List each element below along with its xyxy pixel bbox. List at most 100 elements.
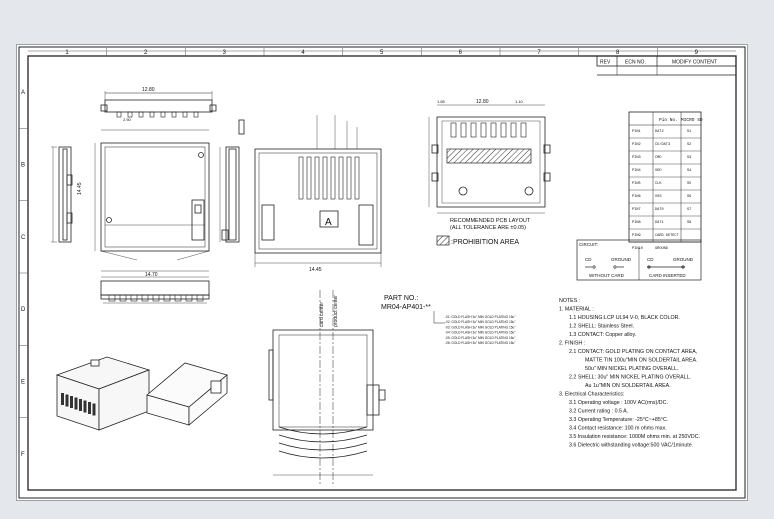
ruler-column-label: 3 [223, 50, 227, 56]
iso-pin [74, 397, 78, 410]
part-option-line: -01: GOLD FLASH 3u" MIN GOLD PLATING 15u… [445, 315, 515, 319]
card-inserted-label: CARD INSERTED [649, 273, 686, 278]
ruler-column-label: 7 [537, 50, 541, 56]
front-pin [185, 294, 193, 302]
contact-slot [314, 156, 320, 200]
iso-pin [92, 403, 96, 416]
pcb-caption-line1: RECOMMENDED PCB LAYOUT [450, 218, 531, 224]
pin-table-pin: PIN10 [632, 247, 643, 251]
pin-table-pin: PIN4 [632, 169, 641, 173]
top-pin [171, 111, 177, 118]
ruler-row-label: E [21, 380, 25, 386]
prohibition-swatch [436, 235, 450, 246]
front-pin [174, 294, 182, 302]
marker-a: A [325, 217, 332, 228]
pin-table-name: CARD DETECT [655, 234, 680, 238]
pin-table-code: S4 [687, 169, 691, 173]
contact-slot [298, 156, 304, 200]
contact-slot [306, 156, 312, 200]
front-pin [108, 294, 116, 302]
pcb-layout-view [428, 104, 551, 214]
pin-table-pin: PIN6 [632, 195, 641, 199]
circuit-box [576, 239, 702, 281]
iso-pin [65, 394, 69, 407]
circuit-cd-right: CD [647, 257, 654, 262]
pin-table-header: MICRO SD [681, 117, 703, 123]
iso-pin [88, 402, 91, 414]
top-view [100, 91, 217, 118]
pcb-pad [510, 122, 517, 138]
revision-block: REV ECN NO. MODIFY CONTENT [596, 55, 737, 76]
prohibition-label: :PROHIBITION AREA [451, 239, 519, 246]
dim-front-width: 14.70 [145, 272, 158, 278]
ruler-row-label: D [21, 307, 26, 313]
pin-table-pin: PIN9 [632, 234, 641, 238]
pin-table-code: S6 [687, 195, 691, 199]
ruler-column-label: 2 [144, 50, 148, 56]
note-line: 1.2 SHELL: Stainless Steel. [569, 324, 634, 330]
right-side-view [219, 119, 245, 243]
ecn-header: ECN NO. [625, 60, 646, 66]
contact-slot [346, 156, 352, 200]
top-pin [138, 111, 144, 118]
note-line: 1.3 CONTACT: Copper alloy. [569, 332, 636, 338]
part-option-line: -06: GOLD FLASH 3u" MIN GOLD PLATING 15u… [445, 341, 515, 345]
iso-pin [61, 393, 64, 405]
front-pin [141, 294, 149, 302]
part-option-line: -05: GOLD FLASH 3u" MIN GOLD PLATING 15u… [445, 336, 515, 340]
ruler-column-label: 6 [459, 50, 463, 56]
pin-table-code: S2 [687, 143, 691, 147]
pin-table-code: S1 [687, 130, 691, 134]
front-pin [196, 294, 204, 302]
front-pin [152, 294, 160, 302]
pin-table-pin: PIN7 [632, 208, 641, 212]
circuit-ground-right: GROUND [673, 257, 694, 262]
center-plan-view [254, 115, 382, 267]
part-no-label: PART NO.: [384, 295, 418, 302]
pin-table-name: DAT2 [655, 130, 664, 134]
front-view [100, 270, 210, 304]
pin-table-header: Pin No. [659, 117, 678, 123]
pin-table-name: CLK [655, 182, 662, 186]
pcb-pad [490, 122, 497, 138]
ruler-row-label: F [21, 452, 25, 458]
top-pin [116, 111, 122, 118]
pin-table-name: CD/DAT3 [655, 142, 670, 147]
product-center-label: product center [333, 295, 339, 327]
note-line: NOTES : [559, 298, 580, 304]
pcb-pad [460, 122, 467, 138]
note-line: 2.1 CONTACT: GOLD PLATING ON CONTACT ARE… [569, 349, 697, 355]
part-number-block: PART NO.: MR04-AP401-** -01: GOLD FLASH … [381, 295, 515, 345]
circuit-ground-left: GROUND [611, 257, 632, 262]
part-option-line: -03: GOLD FLASH 3u" MIN GOLD PLATING 15u… [445, 325, 515, 329]
note-line: MATTE TIN 100u"MIN ON SOLDERTAIL AREA. [585, 358, 698, 364]
modify-header: MODIFY CONTENT [672, 60, 717, 66]
iso-pin [70, 396, 73, 408]
note-line: Au 1u"MIN ON SOLDERTAIL AREA. [585, 383, 671, 389]
pin-table-code: S5 [687, 182, 691, 186]
dim-pcb-width: 12.80 [476, 99, 489, 105]
note-line: 3.1 Operating voltage : 100V AC(rms)/DC. [569, 400, 668, 406]
note-line: 50u" MIN NICKEL PLATING OVERALL. [585, 366, 678, 372]
note-line: 3.4 Contact resistance: 100 m ohms max. [569, 426, 667, 432]
pcb-caption-line2: (ALL TOLERANCE ARE ±0.05) [450, 225, 526, 231]
ruler-row-label: A [21, 90, 25, 96]
pin-table-name: CMD [655, 156, 661, 160]
note-line: 3. Electrical Characteristics: [559, 392, 624, 398]
pin-table-name: DAT0 [655, 208, 664, 212]
front-pin [163, 294, 171, 302]
part-option-line: -04: GOLD FLASH 3u" MIN GOLD PLATING 15u… [445, 331, 515, 335]
note-line: 1. MATERIAL : [559, 307, 594, 313]
dim-pcb-pitch: 1.10 [515, 99, 524, 104]
notes-block: NOTES :1. MATERIAL :1.1 HOUSING:LCP UL94… [559, 298, 700, 449]
pcb-pad [450, 122, 457, 138]
front-pin [130, 294, 138, 302]
rev-header: REV [600, 60, 611, 66]
pin-table-code: S8 [687, 221, 691, 225]
contact-slot [338, 156, 344, 200]
plan-view [94, 129, 210, 261]
pin-table-code: S7 [687, 208, 691, 212]
